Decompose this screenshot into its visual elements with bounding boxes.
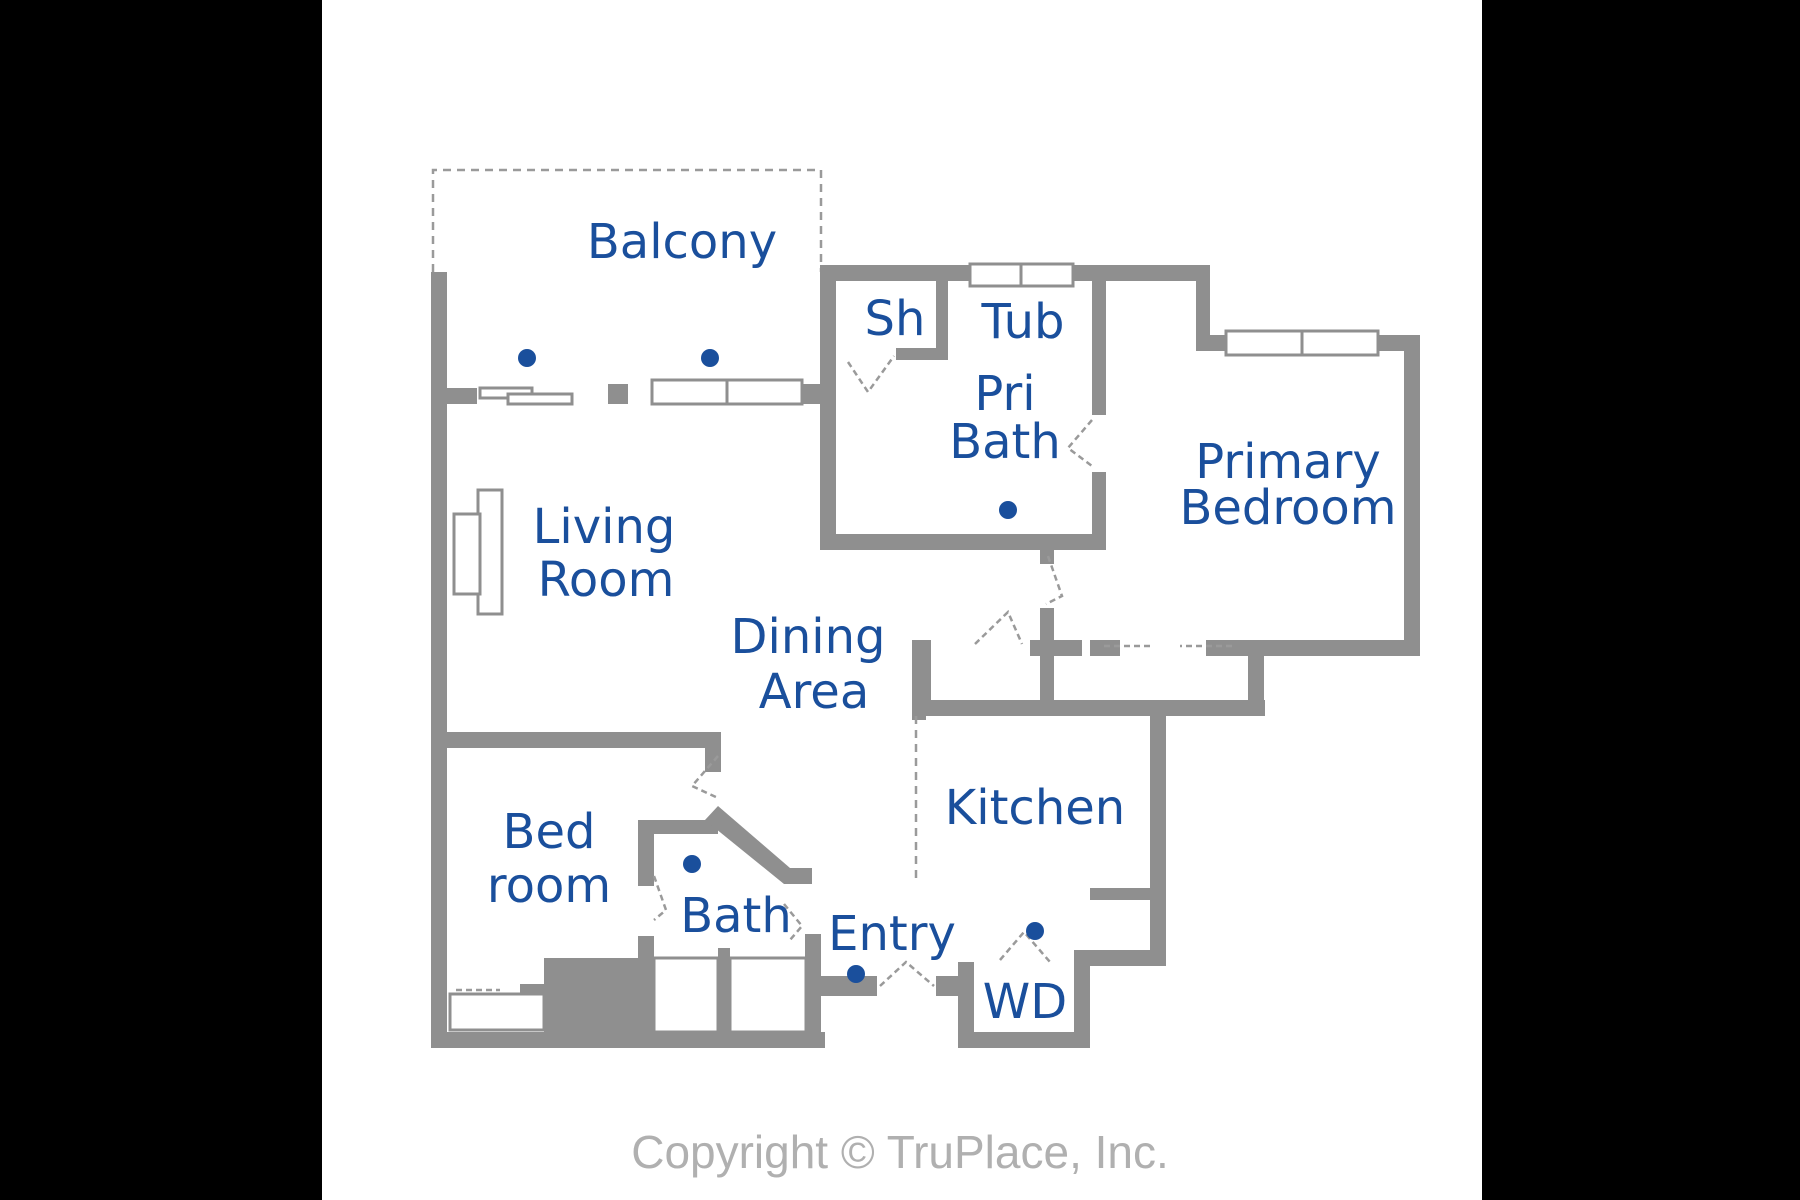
kitchen-bottom-right: [1074, 950, 1166, 966]
tub-window: [968, 262, 1075, 288]
dining-kitchen-post: [912, 640, 926, 720]
closet-divider: [1040, 608, 1054, 710]
entry-wall-left: [821, 976, 877, 996]
primary-bedroom-label-line1: Primary: [1195, 434, 1380, 490]
marker-dot: [1026, 922, 1044, 940]
closet-top-wall-a: [1030, 640, 1082, 656]
kitchen-label: Kitchen: [945, 780, 1125, 836]
bedroom-top-wall: [447, 732, 721, 748]
fireplace: [452, 488, 504, 616]
balcony-slider-right: [650, 378, 804, 406]
closet-top-wall-b: [1090, 640, 1120, 656]
primary-bedroom-wall-notch: [1196, 265, 1210, 351]
bedroom-window: [448, 992, 546, 1032]
closet-right-wall: [1248, 640, 1264, 716]
living-room-label-line2: Room: [538, 552, 675, 608]
bath-door-swing: [652, 875, 668, 921]
marker-dot: [518, 349, 536, 367]
marker-dot: [847, 965, 865, 983]
primary-bedroom-door-swing: [1045, 555, 1064, 606]
photo-markers: [518, 349, 1044, 983]
marker-dot: [683, 855, 701, 873]
living-room-label-line1: Living: [533, 499, 676, 555]
primary-bedroom-bottom-wall: [1206, 640, 1420, 656]
copyright-notice: Copyright © TruPlace, Inc.: [631, 1126, 1169, 1178]
balcony-wall-right: [800, 384, 826, 404]
balcony-outline: [431, 168, 823, 272]
pri-bath-door-swing: [1066, 419, 1093, 467]
primary-bedroom-window: [1224, 329, 1380, 357]
pri-bath-label-line1: Pri: [974, 366, 1035, 422]
kitchen-counter-stub: [1090, 888, 1150, 900]
pri-bath-top-wall-a: [820, 265, 970, 281]
balcony-dashed-edge: [431, 168, 823, 272]
bedroom-door-swing: [689, 755, 719, 800]
wd-right-wall: [1074, 950, 1090, 1048]
wd-door-swing: [999, 930, 1051, 963]
balcony-slider-left: [478, 386, 574, 406]
wd-bottom-wall: [958, 1032, 1090, 1048]
door-swings: [456, 355, 1232, 992]
pri-bath-bottom-wall: [820, 534, 1106, 550]
tub-label: Tub: [981, 294, 1065, 350]
bath-inner-divider: [718, 948, 730, 1048]
closet-divider-top: [1040, 550, 1054, 564]
walls: [431, 265, 1420, 1048]
bath-door-swing-b: [783, 903, 804, 941]
washer-dryer-label: WD: [983, 974, 1067, 1030]
bath-angled-wall: [705, 806, 812, 884]
primary-bedroom-wall-notch-b: [1196, 335, 1226, 351]
bedroom-label-line1: Bed: [503, 804, 596, 860]
marker-dot: [701, 349, 719, 367]
bath-left-wall-bottom: [638, 936, 654, 1048]
shower-door-swing: [846, 355, 896, 395]
balcony-label: Balcony: [587, 214, 777, 270]
left-exterior-wall: [431, 272, 447, 1048]
bath-top-wall: [638, 820, 718, 834]
bath-fixtures: [652, 956, 808, 1034]
entry-door-swing: [879, 960, 935, 987]
balcony-wall-mid: [608, 384, 628, 404]
wd-left-wall: [958, 962, 974, 1048]
dining-area-label-line2: Area: [759, 664, 869, 720]
closet-door-swing: [974, 609, 1024, 645]
pri-bath-top-wall-b: [1073, 265, 1210, 281]
pri-bath-label-line2: Bath: [949, 414, 1061, 470]
kitchen-top-wall: [915, 700, 1265, 716]
pri-bath-left-wall: [820, 265, 836, 550]
bath-left-wall-top: [638, 820, 654, 886]
pri-bath-right-wall-bottom: [1092, 472, 1106, 550]
balcony-wall-left: [447, 388, 477, 404]
pri-bath-right-wall-top: [1092, 265, 1106, 415]
bath-label: Bath: [680, 888, 792, 944]
bath-right-wall: [805, 934, 821, 1048]
bedroom-label-line2: room: [487, 858, 611, 914]
primary-bedroom-label-line2: Bedroom: [1179, 480, 1396, 536]
primary-bedroom-right-wall: [1404, 335, 1420, 656]
shower-label: Sh: [865, 291, 926, 347]
windows: [448, 262, 1380, 1034]
marker-dot: [999, 501, 1017, 519]
entry-wall-right: [936, 976, 958, 996]
bedroom-closet-block: [544, 958, 638, 1032]
shower-wall-horizontal: [896, 348, 948, 360]
entry-label: Entry: [828, 906, 956, 962]
room-labels: Balcony Sh Tub Pri Bath Primary Bedroom …: [487, 214, 1397, 1030]
bedroom-top-right-stub: [705, 732, 721, 772]
bottom-wall-left: [431, 1032, 825, 1048]
kitchen-right-wall: [1150, 716, 1166, 966]
shower-wall-vertical: [936, 281, 948, 357]
dining-area-label-line1: Dining: [731, 609, 886, 665]
